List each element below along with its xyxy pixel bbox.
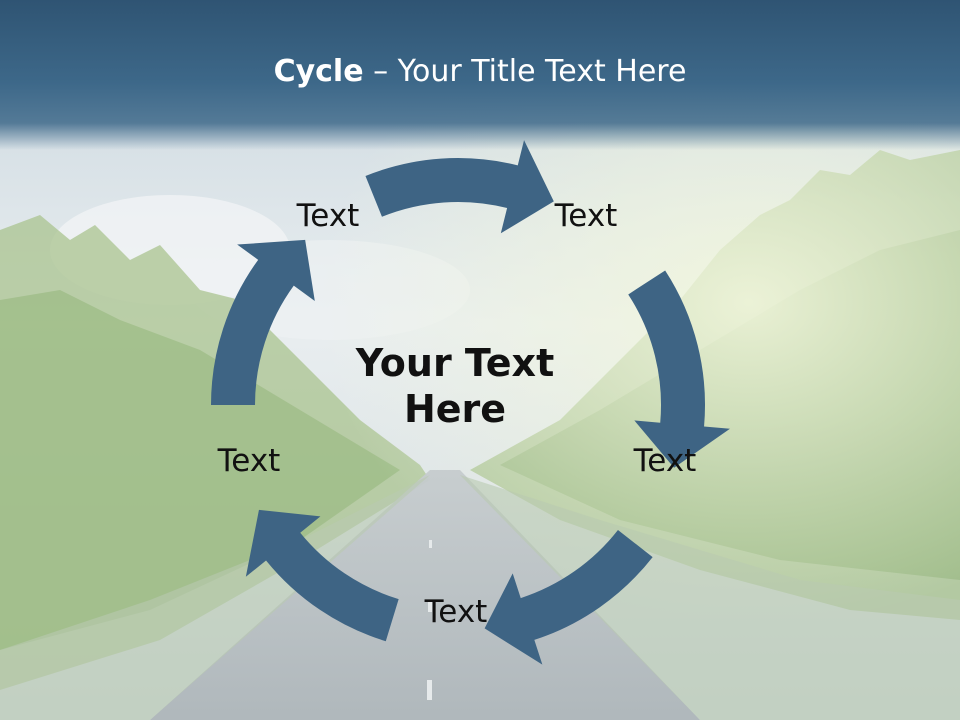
- cycle-arrow-3: [484, 529, 653, 665]
- title-bold-part: Cycle: [273, 54, 364, 89]
- title-rest-part: – Your Title Text Here: [363, 54, 687, 89]
- step-label-3: Text: [633, 443, 697, 479]
- cycle-arrow-4: [245, 509, 399, 642]
- center-text-line-1: Your Text: [355, 341, 555, 385]
- center-text-line-2: Here: [403, 387, 507, 431]
- step-label-2: Text: [554, 198, 618, 234]
- title-band: [0, 0, 960, 150]
- cycle-arrow-5: [211, 239, 315, 405]
- step-label-5: Text: [217, 443, 281, 479]
- step-label-1: Text: [296, 198, 360, 234]
- cycle-arrow-2: [628, 270, 730, 468]
- step-label-4: Text: [424, 594, 488, 630]
- center-text: Your Text Here: [330, 340, 580, 432]
- slide-title: Cycle – Your Title Text Here: [0, 54, 960, 89]
- cycle-arrow-1: [365, 140, 554, 234]
